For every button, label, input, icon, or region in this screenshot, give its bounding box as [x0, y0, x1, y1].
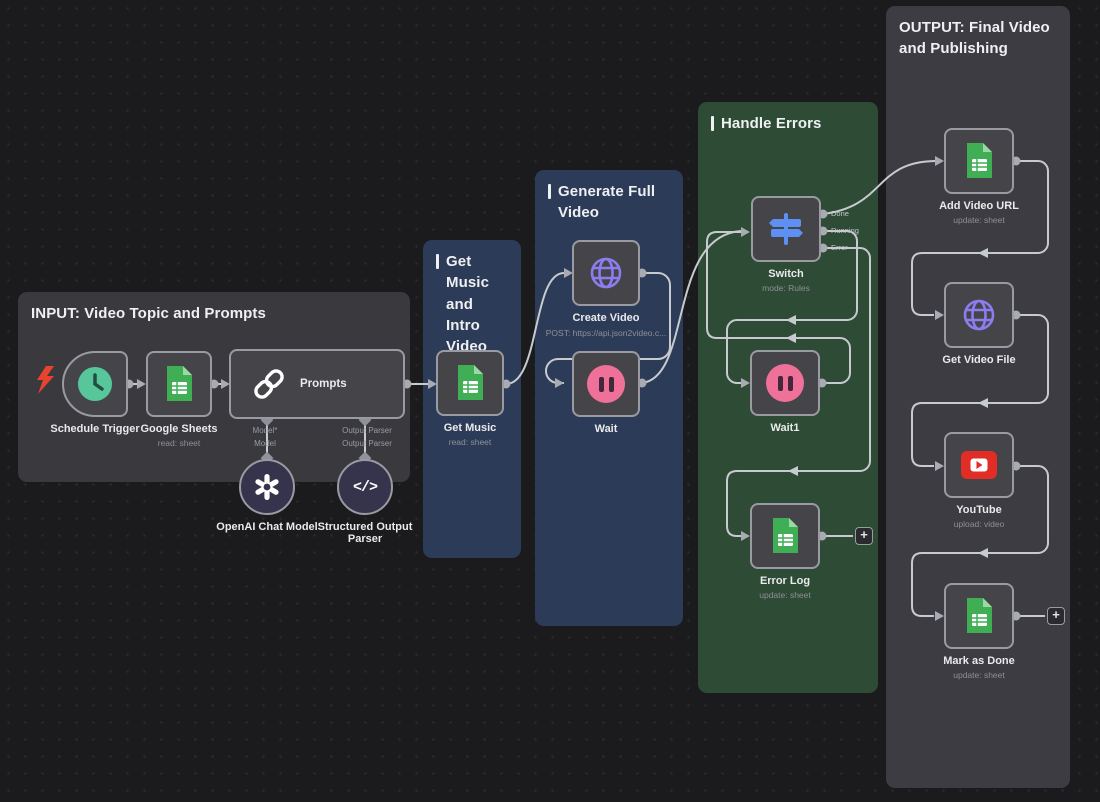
node-structured-output-parser[interactable]: </> Structured Output Parser — [318, 459, 412, 545]
node-label: Wait1 — [770, 422, 800, 434]
title-bar-mark — [436, 254, 439, 269]
group-generate-video-title: Generate Full Video — [535, 170, 683, 235]
switch-icon — [769, 213, 803, 245]
node-error-log[interactable]: Error Log update: sheet — [750, 503, 820, 600]
title-bar-mark — [548, 184, 551, 199]
port-label-model: Model* Model — [252, 426, 278, 448]
group-get-music-title: Get Music and Intro Video — [423, 240, 521, 368]
node-label: Structured Output Parser — [317, 521, 413, 545]
google-sheets-icon — [967, 143, 992, 178]
node-label: Google Sheets — [140, 423, 218, 435]
node-sublabel: update: sheet — [953, 670, 1005, 680]
node-youtube[interactable]: YouTube upload: video — [944, 432, 1014, 529]
node-sublabel: read: sheet — [448, 437, 492, 447]
switch-output-running[interactable]: Running — [831, 226, 859, 235]
globe-icon — [963, 299, 995, 331]
node-label: Mark as Done — [943, 655, 1015, 667]
globe-icon — [590, 257, 622, 289]
node-label: YouTube — [956, 504, 1002, 516]
add-node-button[interactable]: + — [1047, 607, 1065, 625]
node-label: Prompts — [300, 378, 347, 390]
group-output-title: OUTPUT: Final Video and Publishing — [899, 19, 1050, 58]
google-sheets-icon — [458, 365, 483, 400]
node-prompts[interactable]: Prompts — [229, 349, 405, 419]
pause-icon — [766, 364, 804, 402]
youtube-icon — [961, 451, 997, 479]
google-sheets-icon — [967, 598, 992, 633]
node-wait[interactable]: Wait — [572, 351, 640, 435]
node-label: Switch — [768, 268, 804, 280]
node-label: Error Log — [759, 575, 811, 587]
node-get-video-file[interactable]: Get Video File — [942, 282, 1016, 366]
node-label: Get Music — [443, 422, 497, 434]
google-sheets-icon — [773, 518, 798, 553]
node-switch[interactable]: Switch mode: Rules — [751, 196, 821, 293]
google-sheets-icon — [167, 366, 192, 401]
node-sublabel: upload: video — [953, 519, 1005, 529]
node-label: Add Video URL — [939, 200, 1019, 212]
code-icon: </> — [352, 478, 378, 496]
node-label: Create Video — [572, 312, 640, 324]
node-sublabel: update: sheet — [953, 215, 1005, 225]
link-icon — [254, 369, 284, 399]
node-create-video[interactable]: Create Video POST: https://api.json2vide… — [546, 240, 666, 338]
node-openai-chat-model[interactable]: OpenAI Chat Model — [216, 459, 318, 533]
node-sublabel: mode: Rules — [762, 283, 810, 293]
add-node-button[interactable]: + — [855, 527, 873, 545]
node-schedule-trigger[interactable]: Schedule Trigger — [50, 351, 140, 435]
node-add-video-url[interactable]: Add Video URL update: sheet — [939, 128, 1019, 225]
group-handle-errors-title: Handle Errors — [698, 102, 878, 145]
switch-output-done[interactable]: Done — [831, 209, 849, 218]
node-mark-as-done[interactable]: Mark as Done update: sheet — [943, 583, 1015, 680]
node-label: Get Video File — [942, 354, 1016, 366]
node-sublabel: POST: https://api.json2video.c... — [545, 328, 667, 338]
openai-icon — [255, 474, 279, 500]
port-label-output-parser: Output Parser Output Parser — [342, 426, 392, 448]
node-get-music[interactable]: Get Music read: sheet — [436, 350, 504, 447]
node-wait1[interactable]: Wait1 — [750, 350, 820, 434]
node-label: OpenAI Chat Model — [216, 521, 318, 533]
pause-icon — [587, 365, 625, 403]
clock-icon — [78, 367, 112, 401]
node-sublabel: update: sheet — [759, 590, 811, 600]
node-label: Wait — [594, 423, 618, 435]
group-input-title: INPUT: Video Topic and Prompts — [31, 305, 266, 322]
switch-output-error[interactable]: Error — [831, 243, 848, 252]
node-label: Schedule Trigger — [50, 423, 140, 435]
node-google-sheets[interactable]: Google Sheets read: sheet — [140, 351, 218, 448]
title-bar-mark — [711, 116, 714, 131]
